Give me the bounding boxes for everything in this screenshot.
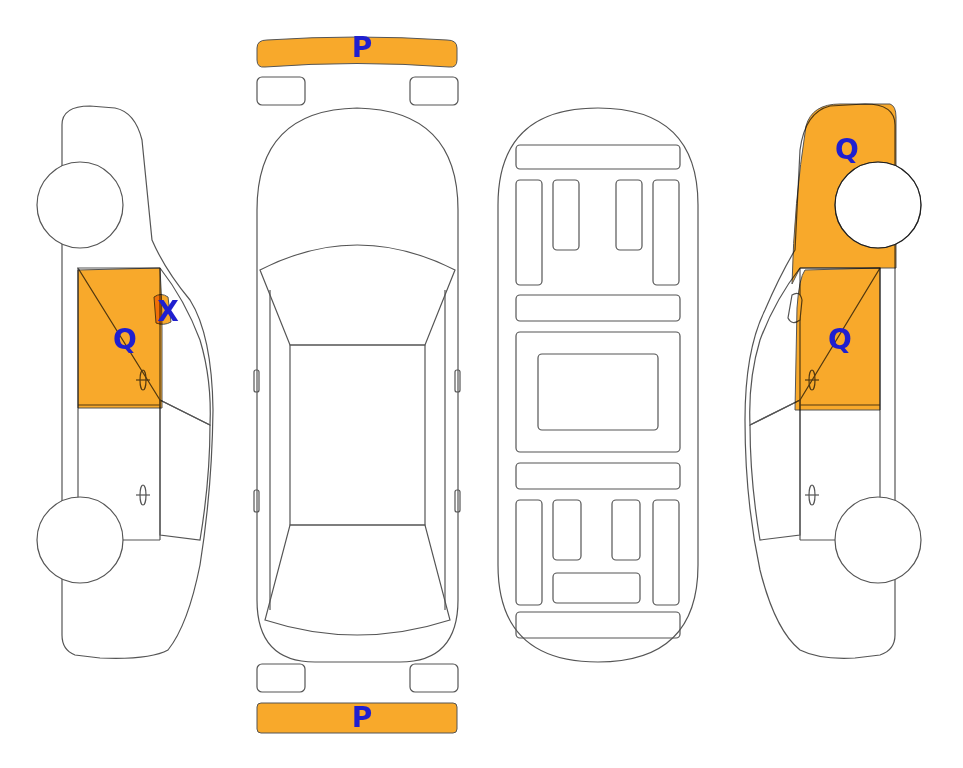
left-mirror: X <box>152 292 174 326</box>
damage-code: X <box>157 298 179 326</box>
damage-code: Q <box>828 326 852 354</box>
damage-area <box>790 102 896 288</box>
damage-code: P <box>352 704 373 732</box>
left-front-door: Q <box>78 268 163 408</box>
rear-bumper: P <box>257 703 457 733</box>
right-front-fender: Q <box>790 102 896 288</box>
damage-code: P <box>352 34 373 62</box>
right-front-door: Q <box>795 268 882 411</box>
damage-code: Q <box>835 136 859 164</box>
damage-code: Q <box>113 326 137 354</box>
front-bumper: P <box>257 38 457 70</box>
